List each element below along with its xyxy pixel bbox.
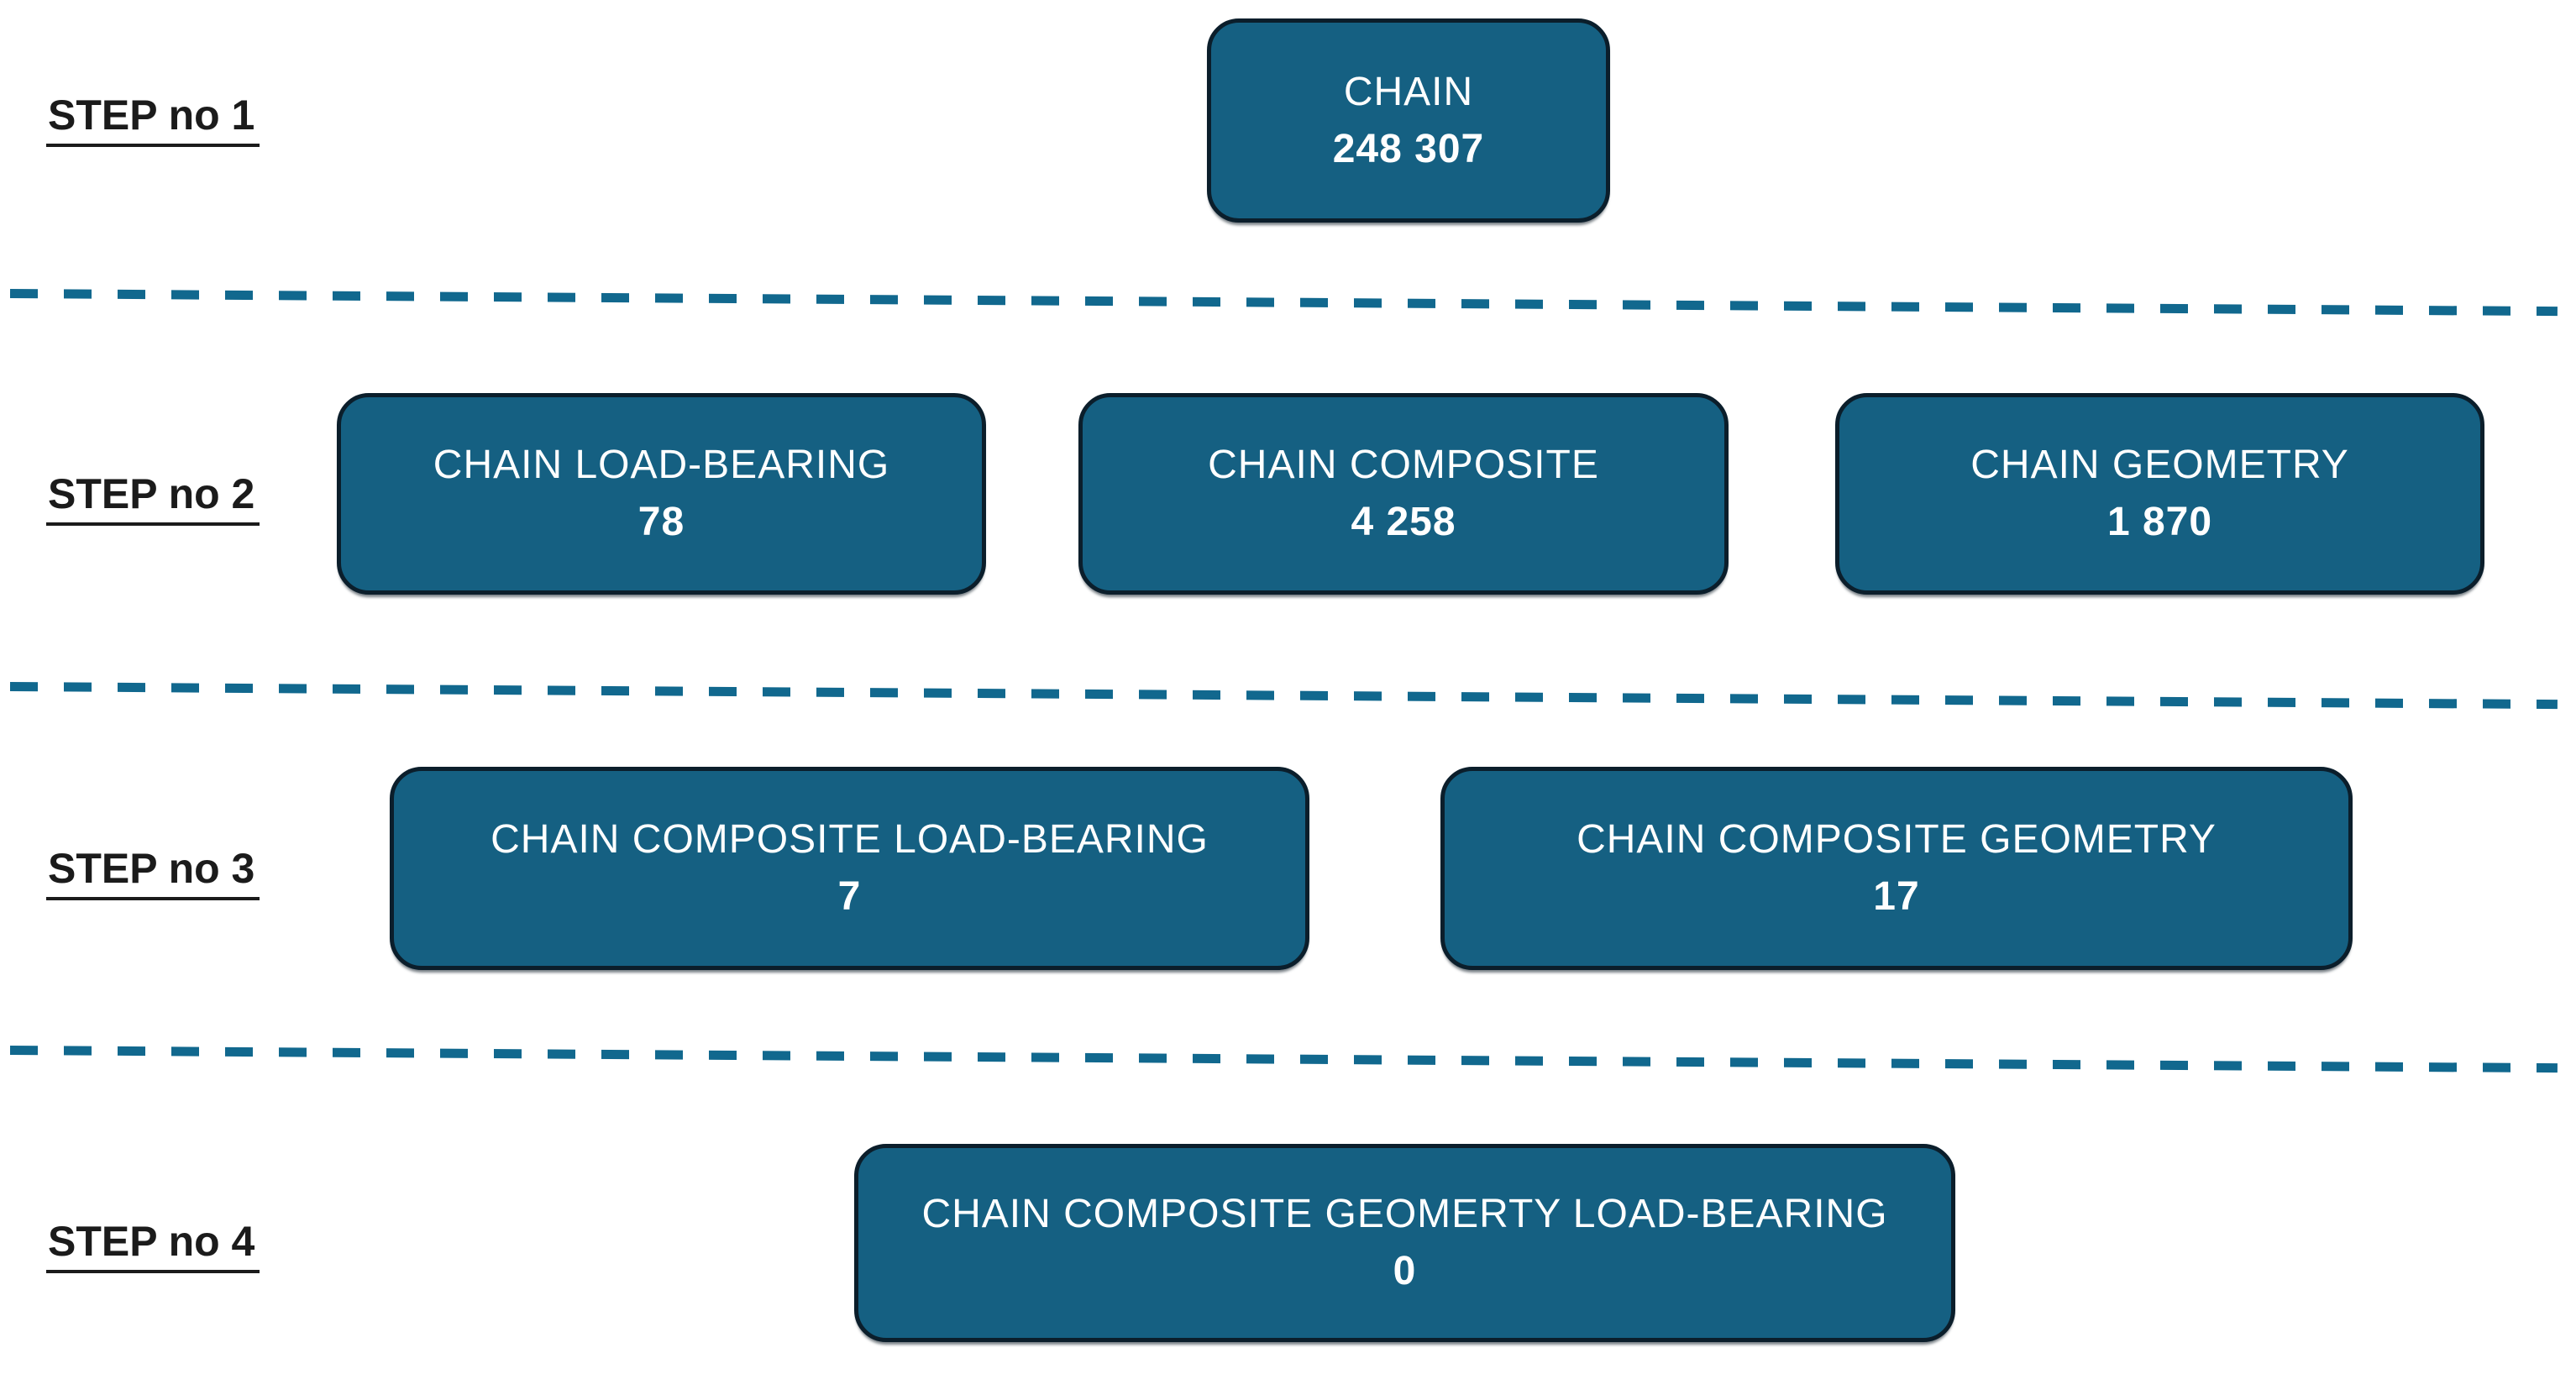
- separator-dashed-line-2: [9, 682, 2558, 710]
- separator-dashed-line-3: [9, 1046, 2558, 1073]
- node-term: CHAIN COMPOSITE LOAD-BEARING: [491, 817, 1209, 863]
- node-count: 4 258: [1351, 500, 1456, 544]
- node-chain-load-bearing: CHAIN LOAD-BEARING 78: [337, 393, 986, 595]
- step-1-label: STEP no 1: [46, 94, 260, 147]
- node-chain-composite: CHAIN COMPOSITE 4 258: [1078, 393, 1729, 595]
- node-chain-composite-load-bearing: CHAIN COMPOSITE LOAD-BEARING 7: [390, 767, 1309, 970]
- node-chain-composite-geomerty-load-bearing: CHAIN COMPOSITE GEOMERTY LOAD-BEARING 0: [854, 1144, 1955, 1342]
- node-term: CHAIN: [1343, 69, 1474, 114]
- node-count: 78: [637, 500, 685, 544]
- node-count: 17: [1873, 874, 1920, 919]
- node-chain-geometry: CHAIN GEOMETRY 1 870: [1835, 393, 2484, 595]
- separator-dashed-line-1: [9, 289, 2558, 317]
- node-count: 7: [837, 874, 862, 919]
- node-count: 248 307: [1332, 126, 1485, 171]
- node-count: 1 870: [2106, 500, 2213, 544]
- step-2-label: STEP no 2: [46, 473, 260, 526]
- node-term: CHAIN COMPOSITE GEOMETRY: [1577, 817, 2217, 863]
- node-chain-composite-geometry: CHAIN COMPOSITE GEOMETRY 17: [1440, 767, 2353, 970]
- node-term: CHAIN COMPOSITE GEOMERTY LOAD-BEARING: [921, 1192, 1888, 1237]
- step-4-label: STEP no 4: [46, 1220, 260, 1273]
- node-chain: CHAIN 248 307: [1207, 18, 1610, 223]
- node-count: 0: [1393, 1249, 1417, 1293]
- node-term: CHAIN COMPOSITE: [1208, 443, 1599, 488]
- step-3-label: STEP no 3: [46, 847, 260, 900]
- node-term: CHAIN LOAD-BEARING: [433, 443, 890, 488]
- node-term: CHAIN GEOMETRY: [1970, 443, 2349, 488]
